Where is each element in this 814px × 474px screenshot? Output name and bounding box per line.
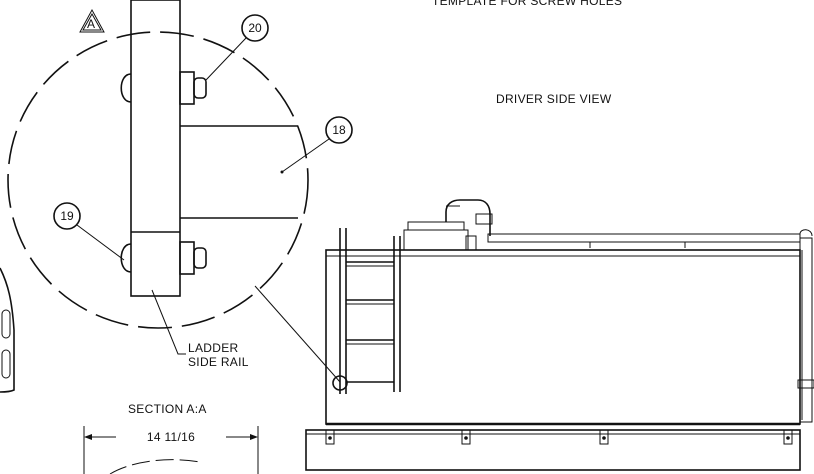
section-title: SECTION A:A — [128, 402, 207, 416]
ladder-label-line2: SIDE RAIL — [188, 355, 249, 369]
detail-leader-line — [254, 285, 341, 383]
balloon-20: 20 — [205, 14, 269, 81]
ladder-rail-detail — [120, 0, 298, 297]
template-title: TEMPLATE FOR SCREW HOLES — [432, 0, 622, 8]
ladder-side-rail-callout: LADDER SIDE RAIL — [151, 289, 249, 369]
dimension-line: 14 11/16 — [83, 426, 259, 474]
balloon-20-text: 20 — [248, 21, 262, 35]
balloon-19-text: 19 — [60, 209, 74, 223]
left-partial-part — [0, 267, 15, 393]
driver-side-view-label: DRIVER SIDE VIEW — [496, 92, 612, 106]
balloon-19: 19 — [53, 202, 125, 261]
ladder-label-line1: LADDER — [188, 341, 239, 355]
detail-circle — [7, 31, 309, 329]
truck-side-view — [305, 199, 814, 471]
section-marker: A — [79, 8, 105, 33]
balloon-18: 18 — [280, 116, 353, 174]
section-marker-letter: A — [87, 17, 95, 31]
balloon-18-text: 18 — [332, 123, 346, 137]
dimension-value: 14 11/16 — [147, 430, 195, 444]
